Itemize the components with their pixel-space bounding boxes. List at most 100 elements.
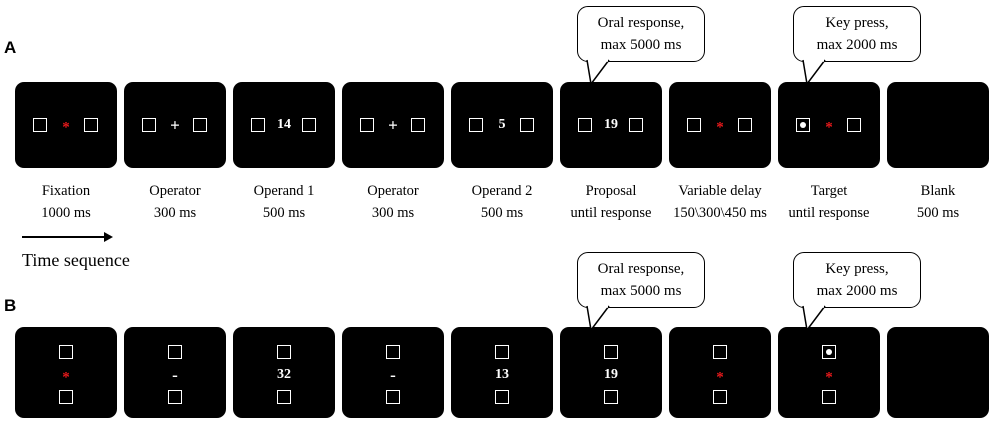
screen-operand-2: 5 (451, 82, 553, 168)
placeholder-box-left (251, 118, 265, 132)
caption-title: Operand 1 (253, 183, 315, 199)
caption-title: Variable delay (678, 183, 762, 199)
stimulus-variable-delay: * (716, 369, 724, 386)
oral-bubble-tail-a (586, 59, 610, 86)
key-press-line1: Key press, (825, 15, 889, 31)
screen-operand-1: 32 (233, 327, 335, 418)
caption-duration: until response (788, 205, 870, 221)
panel-label-a: A (4, 38, 17, 57)
caption-operand-2: Operand 2 500 ms (442, 180, 562, 224)
key-press-line2: max 2000 ms (816, 283, 898, 299)
screen-fixation: * (15, 327, 117, 418)
screen-target: * (778, 82, 880, 168)
oral-response-bubble-b: Oral response, max 5000 ms (577, 252, 705, 308)
placeholder-box-top (59, 345, 73, 359)
oral-response-line2: max 5000 ms (600, 37, 682, 53)
screen-operator: + (342, 82, 444, 168)
placeholder-box-bottom (822, 390, 836, 404)
screen-proposal: 19 (560, 327, 662, 418)
placeholder-box-top (386, 345, 400, 359)
placeholder-box-bottom (604, 390, 618, 404)
placeholder-box-right (84, 118, 98, 132)
key-bubble-tail-a (802, 59, 826, 86)
stimulus-fixation: * (62, 369, 70, 386)
key-press-bubble-b: Key press, max 2000 ms (793, 252, 921, 308)
key-press-line2: max 2000 ms (816, 37, 898, 53)
time-arrow-shaft (22, 236, 106, 238)
placeholder-box-bottom (713, 390, 727, 404)
stimulus-target: * (825, 369, 833, 386)
screen-blank (887, 327, 989, 418)
placeholder-box-right (738, 118, 752, 132)
stimulus-operator: - (172, 365, 178, 385)
screen-operand-2: 13 (451, 327, 553, 418)
stimulus-operator: + (170, 115, 180, 135)
oral-response-line1: Oral response, (597, 15, 685, 31)
stimulus-fixation: * (62, 119, 70, 136)
placeholder-box-bottom (277, 390, 291, 404)
stimulus-operand-1: 32 (277, 367, 291, 382)
target-dot (800, 122, 806, 128)
caption-fixation: Fixation 1000 ms (6, 180, 126, 224)
screen-operator: - (124, 327, 226, 418)
screen-operand-1: 14 (233, 82, 335, 168)
placeholder-box-right (302, 118, 316, 132)
caption-duration: 150\300\450 ms (673, 205, 767, 221)
placeholder-box-top (822, 345, 836, 359)
screen-operator: + (124, 82, 226, 168)
oral-bubble-tail-b (586, 305, 610, 332)
panel-label-b: B (4, 296, 17, 315)
oral-response-bubble-a: Oral response, max 5000 ms (577, 6, 705, 62)
caption-duration: 500 ms (480, 205, 524, 221)
target-dot (826, 349, 832, 355)
placeholder-box-left (142, 118, 156, 132)
placeholder-box-top (713, 345, 727, 359)
placeholder-box-top (168, 345, 182, 359)
placeholder-box-right (193, 118, 207, 132)
screen-blank (887, 82, 989, 168)
key-press-bubble-a: Key press, max 2000 ms (793, 6, 921, 62)
stimulus-proposal: 19 (604, 367, 618, 382)
oral-response-line1: Oral response, (597, 261, 685, 277)
caption-duration: until response (570, 205, 652, 221)
caption-duration: 300 ms (153, 205, 197, 221)
caption-title: Operand 2 (471, 183, 533, 199)
caption-title: Fixation (41, 183, 91, 199)
caption-operator: Operator 300 ms (115, 180, 235, 224)
caption-target: Target until response (769, 180, 889, 224)
caption-title: Blank (920, 183, 956, 199)
placeholder-box-right (847, 118, 861, 132)
caption-title: Operator (149, 183, 201, 199)
caption-variable-delay: Variable delay 150\300\450 ms (660, 180, 780, 224)
placeholder-box-left (33, 118, 47, 132)
placeholder-box-left (578, 118, 592, 132)
screen-target: * (778, 327, 880, 418)
placeholder-box-top (604, 345, 618, 359)
placeholder-box-left (687, 118, 701, 132)
caption-duration: 1000 ms (41, 205, 91, 221)
caption-duration: 500 ms (262, 205, 306, 221)
caption-operand-1: Operand 1 500 ms (224, 180, 344, 224)
stimulus-operator: + (388, 115, 398, 135)
stimulus-operand-2: 13 (495, 367, 509, 382)
stimulus-variable-delay: * (716, 119, 724, 136)
placeholder-box-right (411, 118, 425, 132)
caption-duration: 300 ms (371, 205, 415, 221)
screen-fixation: * (15, 82, 117, 168)
screen-proposal: 19 (560, 82, 662, 168)
oral-response-line2: max 5000 ms (600, 283, 682, 299)
placeholder-box-bottom (168, 390, 182, 404)
screen-variable-delay: * (669, 327, 771, 418)
caption-title: Target (810, 183, 848, 199)
key-press-line1: Key press, (825, 261, 889, 277)
key-bubble-tail-b (802, 305, 826, 332)
placeholder-box-left (360, 118, 374, 132)
time-sequence-label: Time sequence (22, 250, 130, 270)
placeholder-box-left (796, 118, 810, 132)
placeholder-box-right (520, 118, 534, 132)
caption-title: Operator (367, 183, 419, 199)
stimulus-target: * (825, 119, 833, 136)
placeholder-box-bottom (495, 390, 509, 404)
